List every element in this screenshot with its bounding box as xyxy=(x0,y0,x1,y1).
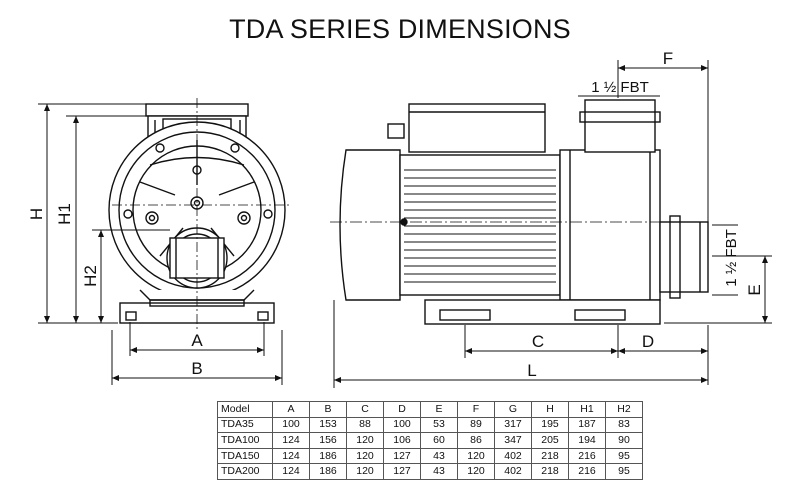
table-row: TDA35 100 153 88 100 53 89 317 195 187 8… xyxy=(217,416,643,434)
table-cell: 317 xyxy=(494,416,532,434)
table-cell: 216 xyxy=(568,447,606,465)
table-cell: 402 xyxy=(494,447,532,465)
table-cell: 120 xyxy=(457,447,495,465)
table-cell: 195 xyxy=(531,416,569,434)
label-fbt-side: 1 ½ FBT xyxy=(723,229,740,287)
table-cell: 95 xyxy=(605,463,643,480)
table-cell: TDA35 xyxy=(217,416,273,434)
table-cell: 402 xyxy=(494,463,532,480)
table-row: TDA100 124 156 120 106 60 86 347 205 194… xyxy=(217,432,643,449)
side-dimension-labels: F 1 ½ FBT 1 ½ FBT E C D L xyxy=(527,49,764,380)
table-cell: 83 xyxy=(605,416,643,434)
table-cell: 218 xyxy=(531,447,569,465)
table-header-cell: A xyxy=(272,401,310,418)
table-cell: 218 xyxy=(531,463,569,480)
label-h1: H1 xyxy=(55,203,74,225)
table-cell: 90 xyxy=(605,432,643,449)
table-header-cell: G xyxy=(494,401,532,418)
label-b: B xyxy=(191,359,202,378)
table-row: TDA150 124 186 120 127 43 120 402 218 21… xyxy=(217,447,643,465)
table-cell: 347 xyxy=(494,432,532,449)
table-header-cell: B xyxy=(309,401,347,418)
table-cell: 106 xyxy=(383,432,421,449)
front-view xyxy=(108,98,290,330)
table-cell: 100 xyxy=(272,416,310,434)
front-dimension-labels: H H1 H2 A B xyxy=(27,203,203,378)
label-c: C xyxy=(532,332,544,351)
table-cell: 186 xyxy=(309,463,347,480)
table-cell: 88 xyxy=(346,416,384,434)
table-cell: 124 xyxy=(272,447,310,465)
side-view xyxy=(330,99,709,325)
table-row: TDA200 124 186 120 127 43 120 402 218 21… xyxy=(217,463,643,480)
table-cell: TDA200 xyxy=(217,463,273,480)
table-header-cell: H xyxy=(531,401,569,418)
table-header-cell: Model xyxy=(217,401,273,418)
table-cell: TDA100 xyxy=(217,432,273,449)
table-cell: 186 xyxy=(309,447,347,465)
table-cell: 216 xyxy=(568,463,606,480)
table-cell: 89 xyxy=(457,416,495,434)
table-cell: 205 xyxy=(531,432,569,449)
table-header-cell: H1 xyxy=(568,401,606,418)
table-cell: 95 xyxy=(605,447,643,465)
table-header-cell: H2 xyxy=(605,401,643,418)
label-a: A xyxy=(191,331,203,350)
label-l: L xyxy=(527,361,536,380)
table-cell: 156 xyxy=(309,432,347,449)
table-cell: 43 xyxy=(420,447,458,465)
label-h2: H2 xyxy=(81,265,100,287)
label-d: D xyxy=(642,332,654,351)
table-header-row: Model A B C D E F G H H1 H2 xyxy=(217,401,643,418)
table-cell: TDA150 xyxy=(217,447,273,465)
table-header-cell: E xyxy=(420,401,458,418)
label-fbt-top: 1 ½ FBT xyxy=(591,79,649,96)
table-header-cell: D xyxy=(383,401,421,418)
table-cell: 187 xyxy=(568,416,606,434)
table-cell: 120 xyxy=(457,463,495,480)
table-cell: 124 xyxy=(272,463,310,480)
table-cell: 86 xyxy=(457,432,495,449)
table-cell: 53 xyxy=(420,416,458,434)
table-cell: 124 xyxy=(272,432,310,449)
side-dimensions xyxy=(333,60,772,388)
table-cell: 120 xyxy=(346,463,384,480)
table-cell: 100 xyxy=(383,416,421,434)
table-header-cell: F xyxy=(457,401,495,418)
table-cell: 43 xyxy=(420,463,458,480)
table-cell: 127 xyxy=(383,447,421,465)
table-cell: 120 xyxy=(346,447,384,465)
table-cell: 60 xyxy=(420,432,458,449)
pump-dimension-drawing: H H1 H2 A B xyxy=(27,49,772,388)
label-f: F xyxy=(663,49,673,68)
label-e: E xyxy=(745,284,764,295)
table-cell: 127 xyxy=(383,463,421,480)
table-cell: 153 xyxy=(309,416,347,434)
dimensions-table: Model A B C D E F G H H1 H2 TDA35 100 15… xyxy=(217,401,643,480)
label-h: H xyxy=(27,208,46,220)
table-cell: 120 xyxy=(346,432,384,449)
table-cell: 194 xyxy=(568,432,606,449)
page-title: TDA SERIES DIMENSIONS xyxy=(229,14,571,44)
front-dimensions xyxy=(38,103,283,385)
table-header-cell: C xyxy=(346,401,384,418)
